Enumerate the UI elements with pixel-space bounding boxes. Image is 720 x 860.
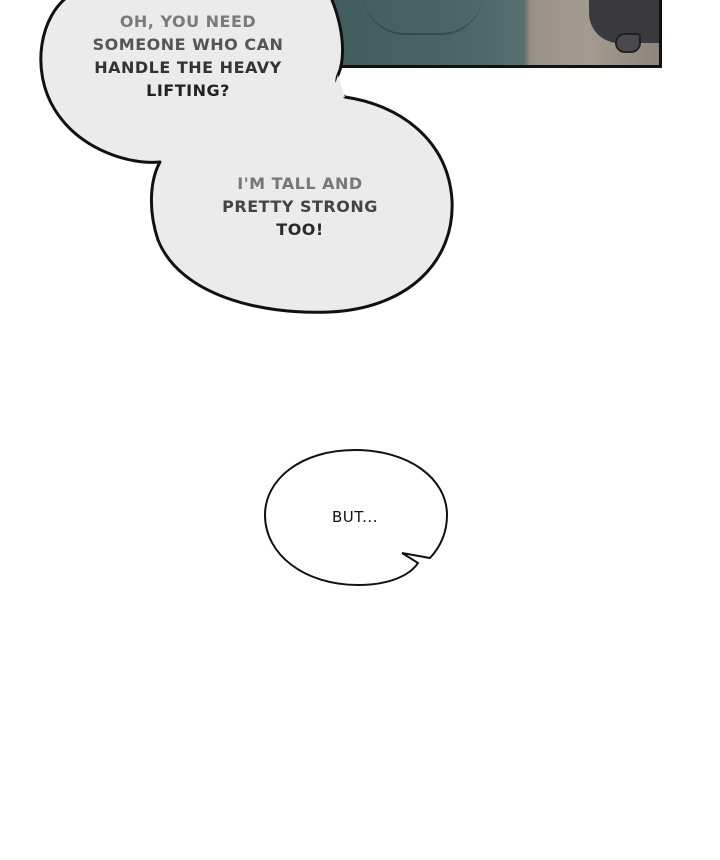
speech-bubble-3-text: BUT... (300, 506, 410, 529)
art-panel (300, 0, 662, 68)
bubble-2-line: I'M TALL AND (237, 174, 363, 193)
bubble-1-line: LIFTING? (146, 81, 230, 100)
speech-bubble-1-shape (39, 0, 454, 314)
bubble-2-line: TOO! (276, 220, 324, 239)
bubble-1-line: SOMEONE WHO CAN (92, 35, 284, 54)
speech-bubble-1-text: OH, YOU NEED SOMEONE WHO CAN HANDLE THE … (78, 10, 298, 102)
speech-bubble-2-text: I'M TALL AND PRETTY STRONG TOO! (200, 172, 400, 241)
bubble-1-line: HANDLE THE HEAVY (94, 58, 282, 77)
chair-wheel (615, 33, 641, 53)
speech-bubble-3-shape (263, 448, 449, 587)
bubble-1-line: OH, YOU NEED (119, 12, 257, 31)
bubble-2-line: PRETTY STRONG (222, 197, 378, 216)
bubble-3-line: BUT... (332, 508, 378, 526)
clothing-fold (363, 0, 483, 35)
